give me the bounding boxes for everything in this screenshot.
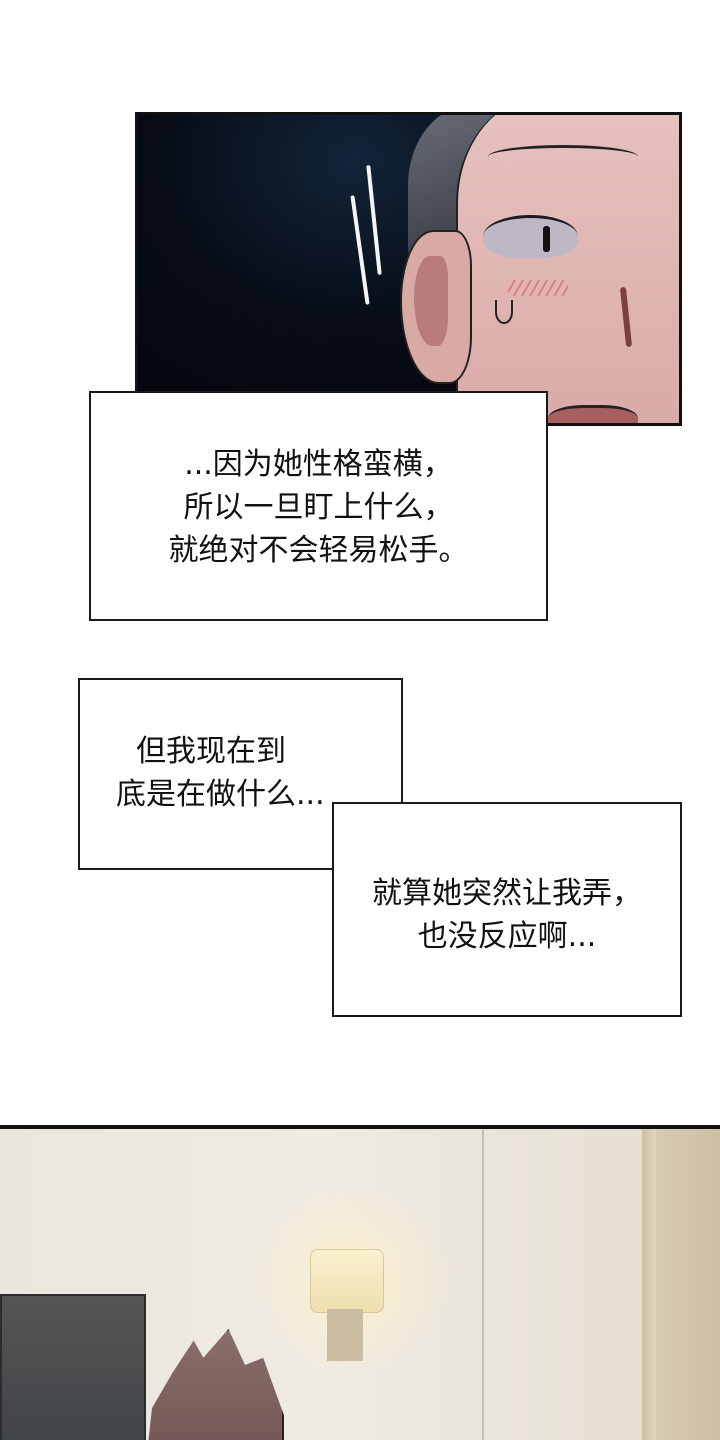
blush-marks: [508, 280, 568, 296]
comic-panel-room: [0, 1125, 720, 1440]
motion-line: [350, 195, 370, 305]
caption-join-mask: [334, 804, 401, 868]
character-pupil: [543, 226, 550, 252]
character-ear: [400, 230, 472, 384]
sweat-drop: [495, 300, 513, 324]
caption-line: ...因为她性格蛮横，: [184, 447, 453, 482]
door-frame: [642, 1129, 656, 1440]
caption-line: 所以一旦盯上什么，: [183, 490, 454, 525]
comic-panel-closeup: [135, 112, 682, 426]
ear-inner: [414, 256, 448, 346]
character-mouth: [548, 405, 638, 423]
wall-lamp-mount: [327, 1309, 363, 1361]
monitor: [0, 1294, 146, 1440]
motion-line: [366, 165, 382, 275]
caption-line: 底是在做什么...: [116, 777, 325, 812]
wall-seam: [482, 1129, 484, 1440]
caption-line: 但我现在到: [136, 734, 286, 769]
character-eye: [483, 215, 578, 258]
caption-line: 也没反应啊...: [417, 919, 597, 954]
caption-line: 就算她突然让我弄，: [372, 876, 642, 911]
wall-lamp-icon: [310, 1249, 384, 1313]
caption-line: 就绝对不会轻易松手。: [168, 533, 469, 568]
character-brow: [488, 145, 638, 168]
narration-box-1: ...因为她性格蛮横， 所以一旦盯上什么， 就绝对不会轻易松手。: [89, 391, 548, 621]
